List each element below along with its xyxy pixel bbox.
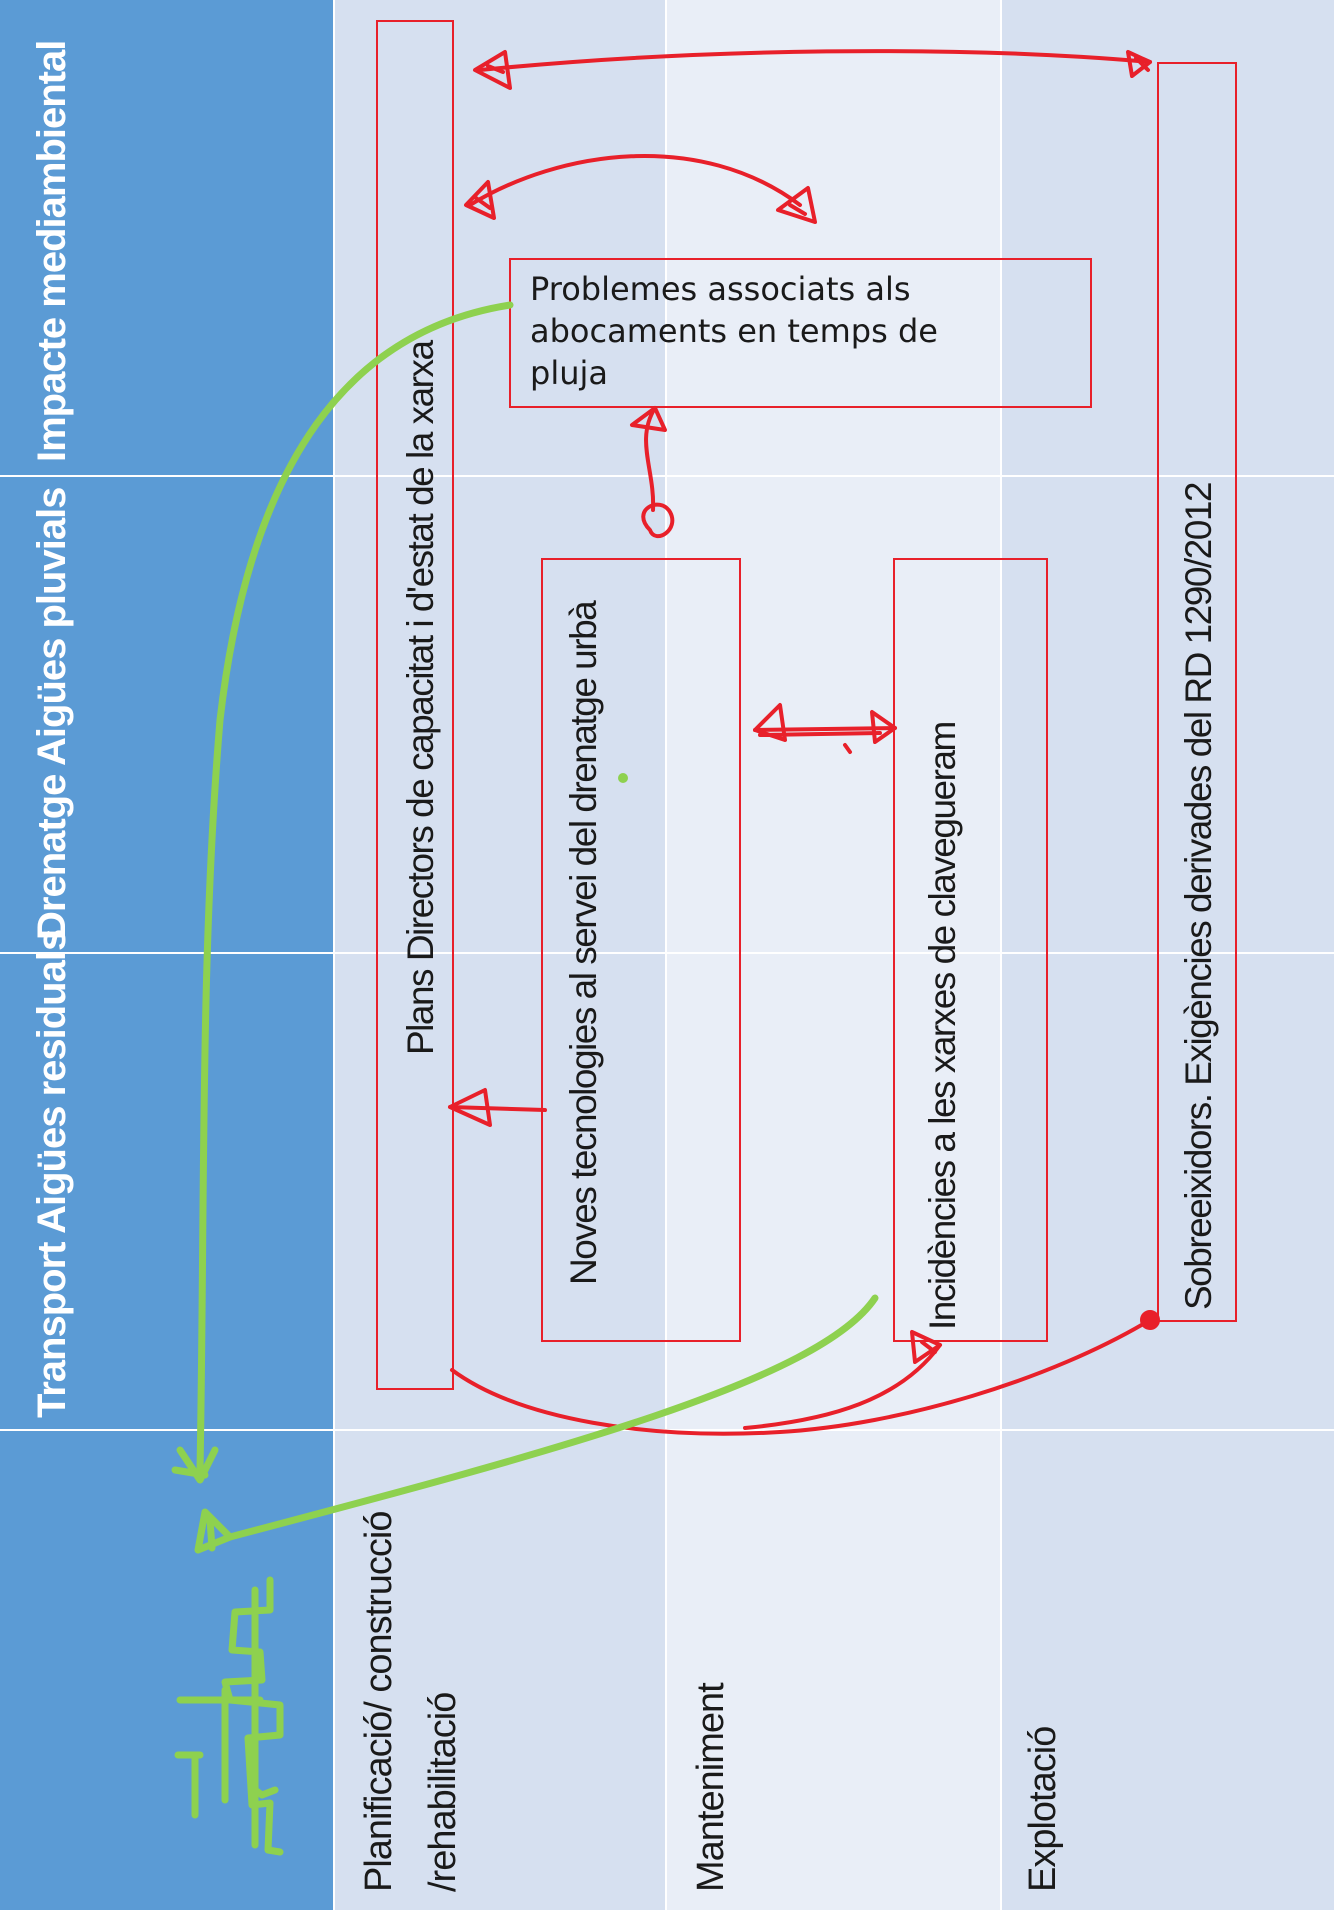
box-incidencies-label: Incidències a les xarxes de clavegueram	[922, 722, 963, 1330]
row-label-planificacio-line1: Planificació/ construcció	[358, 1511, 400, 1892]
cell-r2-c1	[667, 0, 1000, 475]
box-noves-tecnologies-label: Noves tecnologies al servei del drenatge…	[563, 601, 604, 1285]
header-transport-residuals: Transport Aigües residuals	[30, 929, 74, 1418]
box-sobreeixidors-label: Sobreeixidors. Exigències derivades del …	[1178, 483, 1219, 1310]
box-plans-directors-label: Plans Directors de capacitat i d'estat d…	[400, 341, 441, 1055]
header-drenatge-pluvials: Drenatge Aigües pluvials	[30, 487, 74, 940]
header-impacte-mediambiental: Impacte mediambiental	[30, 40, 74, 462]
problemes-line-1: Problemes associats als	[530, 270, 911, 308]
row-label-explotacio: Explotació	[1022, 1726, 1064, 1892]
row-label-manteniment: Manteniment	[690, 1683, 732, 1892]
box-problemes-abocaments-label: Problemes associats als abocaments en te…	[530, 268, 1090, 394]
row-label-planificacio-line2: /rehabilitació	[422, 1692, 464, 1892]
header-corner	[0, 1431, 333, 1910]
box-incidencies	[893, 558, 1048, 1342]
problemes-line-2: abocaments en temps de	[530, 312, 938, 350]
cell-r3-c2	[1002, 477, 1334, 952]
box-sobreeixidors	[1157, 62, 1237, 1322]
cell-r3-c1	[1002, 0, 1334, 475]
problemes-line-3: pluja	[530, 354, 608, 392]
cell-r3-label	[1002, 1431, 1334, 1910]
